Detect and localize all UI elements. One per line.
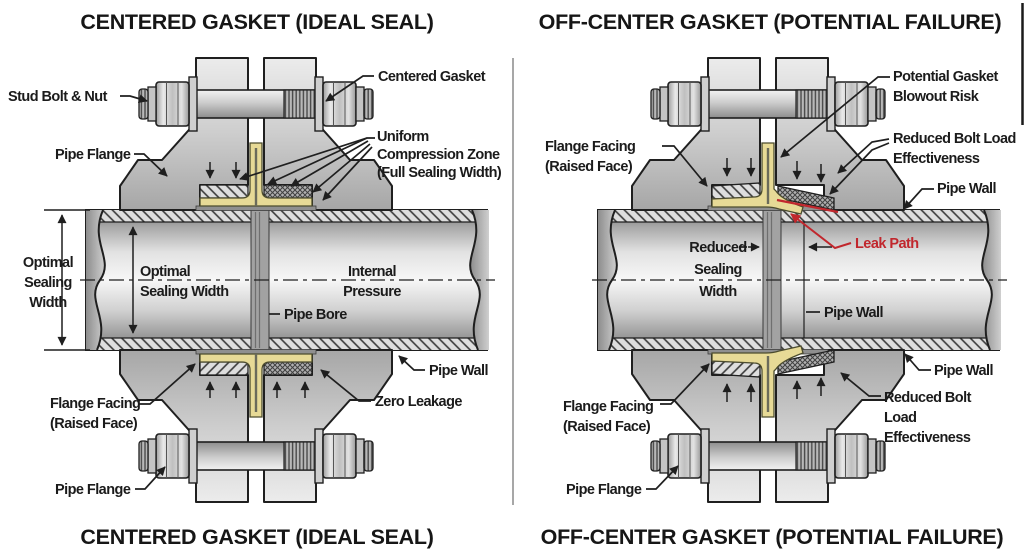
leader-flange-facing-bottom xyxy=(660,363,710,405)
label-flange-facing-bottom-2: (Raised Face) xyxy=(563,419,651,435)
leader-reduced-bolt-top xyxy=(829,142,890,195)
leader-flange-facing-top xyxy=(662,145,708,187)
label-potential-blowout-1: Potential Gasket xyxy=(893,69,999,85)
label-pipe-flange: Pipe Flange xyxy=(566,482,642,498)
label-centered-gasket: Centered Gasket xyxy=(378,69,486,85)
label-optimal-inner-1: Optimal xyxy=(140,264,190,280)
leader-stud-bolt xyxy=(120,94,148,104)
leader-leak-path xyxy=(790,213,852,250)
leader-pipe-wall-bottom xyxy=(904,353,931,371)
label-flange-facing-2: (Raised Face) xyxy=(50,416,138,432)
label-optimal-dim-3: Width xyxy=(29,295,66,311)
title-bottom-right: OFF-CENTER GASKET (POTENTIAL FAILURE) xyxy=(541,525,1004,549)
label-zero-leakage: Zero Leakage xyxy=(375,394,462,410)
label-optimal-inner-2: Sealing Width xyxy=(140,284,229,300)
leader-pipe-flange-bottom xyxy=(135,466,166,490)
leader-uniform-compression xyxy=(290,140,369,187)
label-flange-facing-1: Flange Facing xyxy=(50,396,140,412)
panel-centered-gasket: CENTERED GASKET (IDEAL SEAL) CENTERED GA… xyxy=(8,10,502,549)
label-reduced-bolt-bottom-1: Reduced Bolt xyxy=(884,390,972,406)
leader-reduced-bolt-top xyxy=(837,138,890,174)
label-flange-facing-bottom-1: Flange Facing xyxy=(563,399,653,415)
title-top-left: CENTERED GASKET (IDEAL SEAL) xyxy=(80,10,433,34)
leader-pipe-flange-top xyxy=(134,153,168,177)
label-flange-facing-top-1: Flange Facing xyxy=(545,139,635,155)
leader-reduced-bolt-bottom xyxy=(840,372,881,397)
label-stud-bolt-nut: Stud Bolt & Nut xyxy=(8,89,108,105)
leader-flange-facing xyxy=(139,363,196,405)
label-optimal-dim-1: Optimal xyxy=(23,255,73,271)
label-pipe-wall: Pipe Wall xyxy=(429,363,488,379)
label-internal-pressure-2: Pressure xyxy=(343,284,401,300)
title-top-right: OFF-CENTER GASKET (POTENTIAL FAILURE) xyxy=(539,10,1002,34)
leader-pipe-wall xyxy=(398,355,425,371)
label-uniform-compression-2: Compression Zone xyxy=(377,147,500,163)
label-internal-pressure-1: Internal xyxy=(348,264,396,280)
label-pipe-flange-top: Pipe Flange xyxy=(55,147,131,163)
label-reduced-bolt-bottom-2: Load xyxy=(884,410,916,426)
leader-uniform-compression xyxy=(267,137,368,185)
label-pipe-bore: Pipe Bore xyxy=(284,307,347,323)
title-bottom-left: CENTERED GASKET (IDEAL SEAL) xyxy=(80,525,433,549)
label-reduced-sealing-2: Sealing xyxy=(694,262,742,278)
label-pipe-wall-top: Pipe Wall xyxy=(937,181,996,197)
leader-zero-leakage xyxy=(320,369,371,402)
leader-potential-blowout xyxy=(780,76,890,158)
label-optimal-dim-2: Sealing xyxy=(24,275,72,291)
label-reduced-bolt-bottom-3: Effectiveness xyxy=(884,430,971,446)
label-reduced-sealing-3: Width xyxy=(699,284,736,300)
leader-pipe-flange xyxy=(646,465,679,490)
label-reduced-bolt-top-1: Reduced Bolt Load xyxy=(893,131,1016,147)
label-pipe-wall-bottom: Pipe Wall xyxy=(934,363,993,379)
label-potential-blowout-2: Blowout Risk xyxy=(893,89,980,105)
leader-centered-gasket xyxy=(325,75,374,102)
label-pipe-flange-bottom: Pipe Flange xyxy=(55,482,131,498)
label-uniform-compression-1: Uniform xyxy=(377,129,429,145)
label-reduced-sealing-1: Reduced xyxy=(689,240,746,256)
leader-uniform-compression xyxy=(322,146,373,201)
leader-uniform-compression xyxy=(312,143,371,193)
label-pipe-wall-inner: Pipe Wall xyxy=(824,305,883,321)
label-uniform-compression-3: (Full Sealing Width) xyxy=(377,165,502,181)
label-reduced-bolt-top-2: Effectiveness xyxy=(893,151,980,167)
leader-pipe-wall-top xyxy=(903,188,934,210)
label-leak-path: Leak Path xyxy=(855,236,919,252)
leak-path-line xyxy=(776,198,839,214)
panel-offcenter-gasket: OFF-CENTER GASKET (POTENTIAL FAILURE) OF… xyxy=(539,10,1017,549)
label-flange-facing-top-2: (Raised Face) xyxy=(545,159,633,175)
